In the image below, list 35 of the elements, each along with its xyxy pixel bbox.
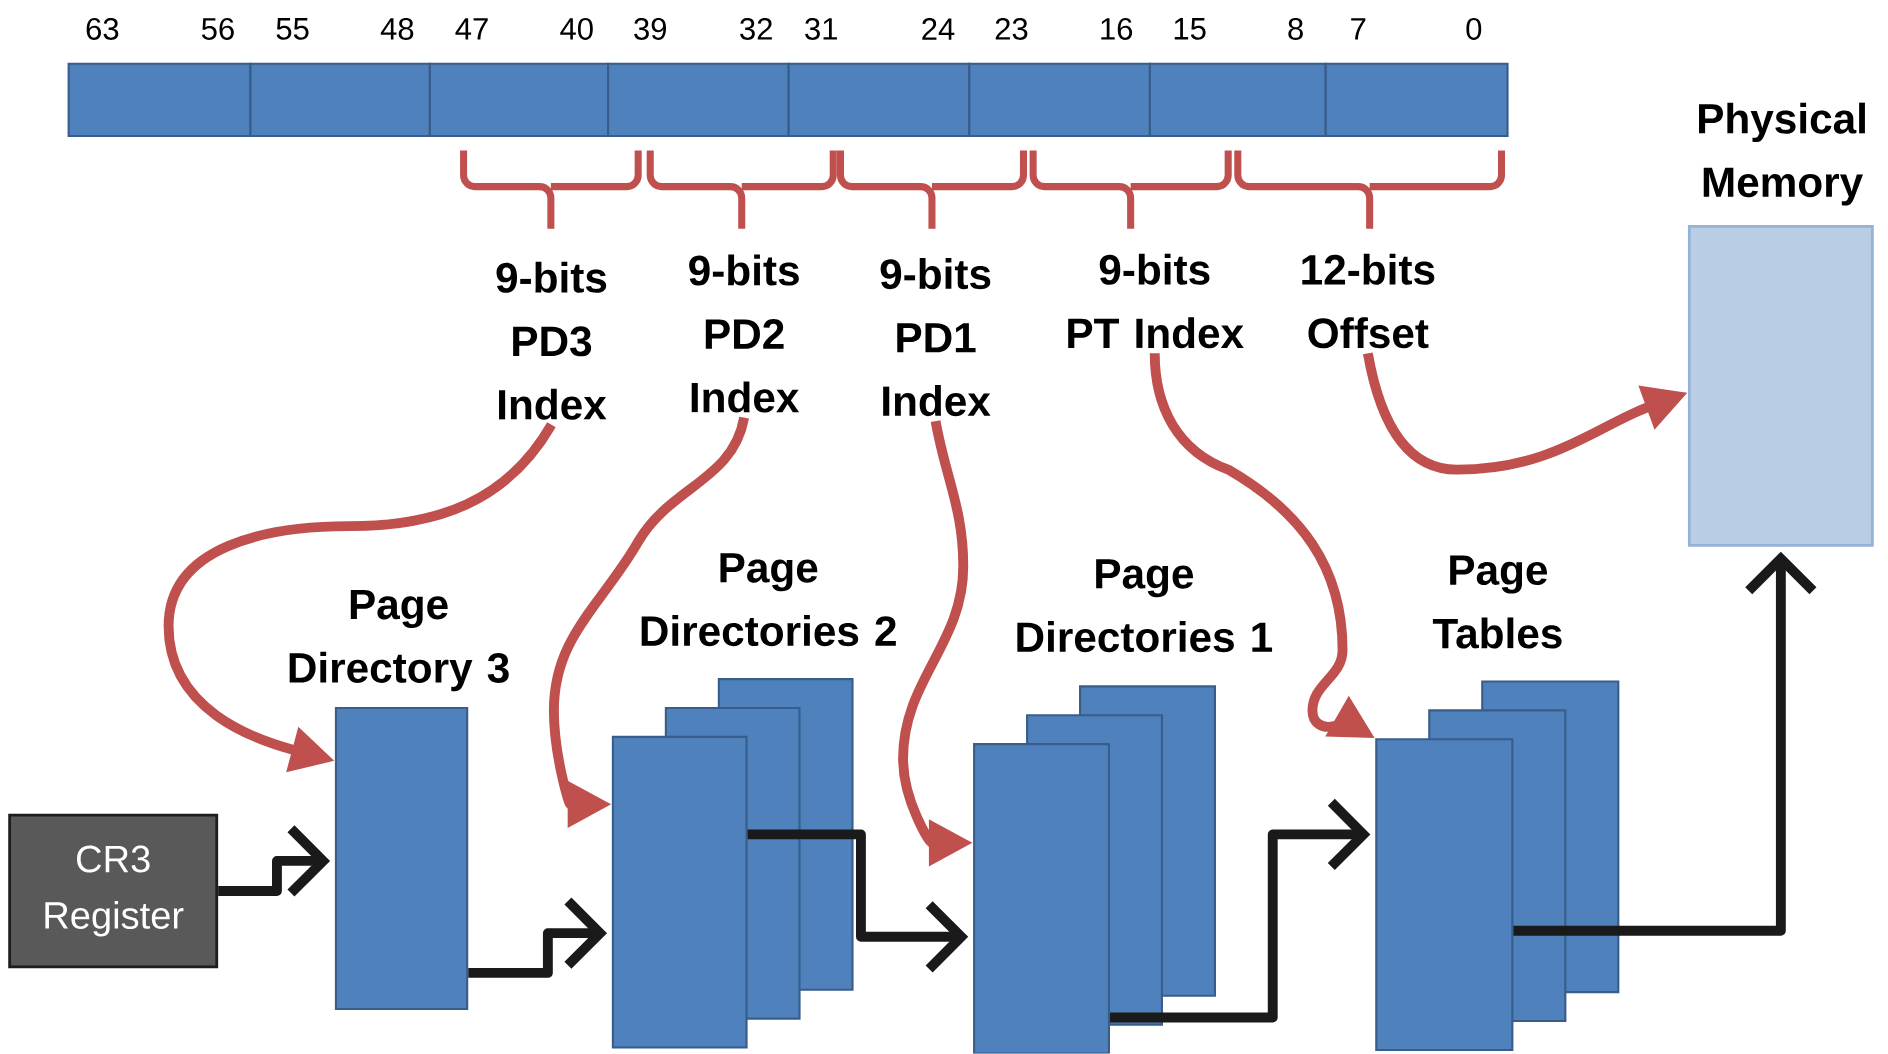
bit-number: 31 [805,18,837,41]
bit-number: 55 [276,18,309,40]
register-box: CR3 Register [8,813,219,969]
bit-number: 16 [1101,18,1133,41]
node-label: Page Directories 2 [641,553,896,647]
field-label: 9-bits PD3 Index [496,261,607,420]
table-stack: Page Directories 1 [973,559,1273,1054]
arrow [747,829,969,973]
bit-number: 63 [86,18,119,41]
bit-number: 23 [995,18,1028,41]
bit-number: 47 [455,18,488,40]
bit-number: 15 [1174,18,1206,40]
node-label: Page Directories 1 [1017,559,1273,653]
node-label: Page Directory 3 [289,590,509,692]
arrow [1513,551,1817,936]
table-stack: Page Tables [1375,555,1620,1052]
bit-number: 56 [201,18,234,41]
field-label: 9-bits PT Index [1068,253,1244,349]
bit-number: 24 [922,18,955,40]
memory-box: Physical Memory [1687,102,1874,548]
bit-number: 32 [740,18,772,41]
bit-number: 48 [380,18,414,41]
bit-number: 7 [1351,18,1366,40]
field-label: 9-bits PD2 Index [689,254,800,413]
arrow [1110,799,1371,1023]
table-stack: Page Directory 3 [289,590,509,1011]
field-label: 9-bits PD1 Index [880,258,991,417]
node-label: Physical Memory [1699,102,1865,206]
node-label: Page Tables [1432,555,1562,649]
field-label: 12-bits Offset [1302,253,1435,349]
bit-number: 8 [1288,18,1303,41]
bit-number: 39 [634,18,666,41]
bit-number: 40 [560,18,593,41]
table-stack: Page Directories 2 [611,553,896,1049]
bit-number: 0 [1466,18,1482,41]
